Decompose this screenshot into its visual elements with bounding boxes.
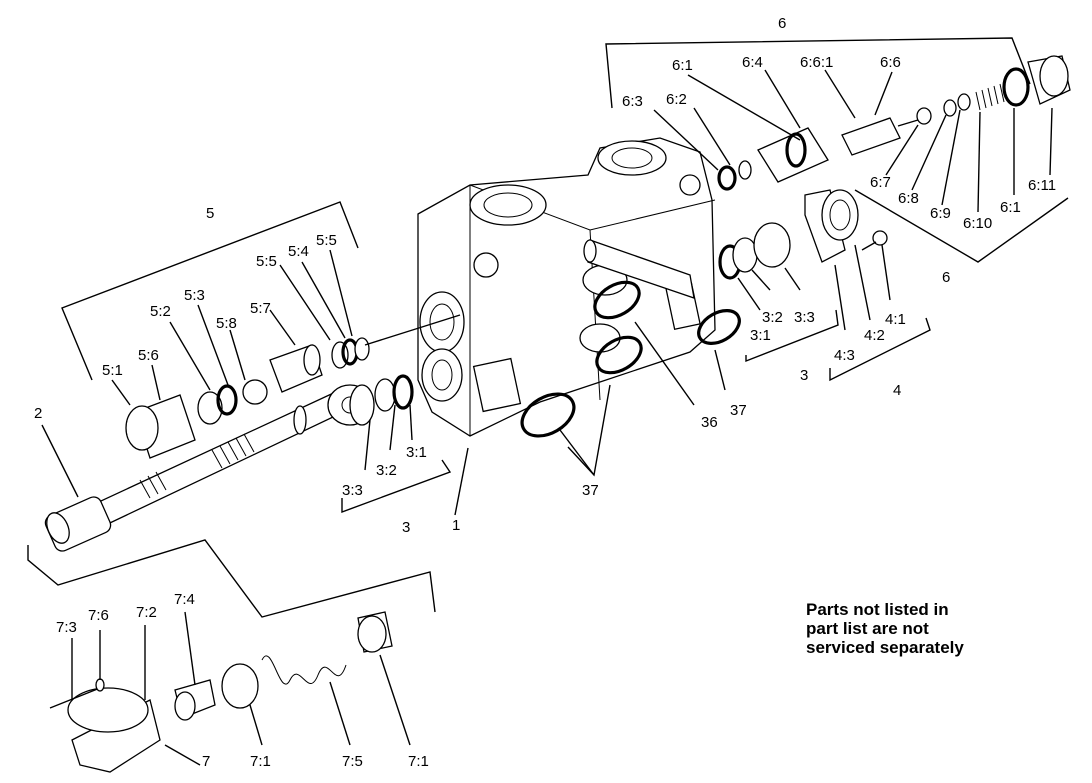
- label-3-1-right: 3:1: [750, 327, 771, 344]
- label-6-11: 6:11: [1028, 177, 1056, 194]
- label-6-bottom: 6: [942, 269, 950, 286]
- label-7-1-a: 7:1: [250, 753, 271, 770]
- label-3-3-right: 3:3: [794, 309, 815, 326]
- label-5-1: 5:1: [102, 362, 123, 379]
- label-5-3: 5:3: [184, 287, 205, 304]
- label-5-7: 5:7: [250, 300, 271, 317]
- label-3-left: 3: [402, 519, 410, 536]
- label-7-4: 7:4: [174, 591, 195, 608]
- label-7-2: 7:2: [136, 604, 157, 621]
- label-1: 1: [452, 517, 460, 534]
- label-3-1-left: 3:1: [406, 444, 427, 461]
- group-4-parts: [804, 189, 888, 263]
- label-5-4: 5:4: [288, 243, 309, 260]
- label-4-1: 4:1: [885, 311, 906, 328]
- label-6-6: 6:6: [880, 54, 901, 71]
- label-36: 36: [701, 414, 718, 431]
- group-3-right-parts: [718, 222, 791, 280]
- label-6-9: 6:9: [930, 205, 951, 222]
- label-3-2-left: 3:2: [376, 462, 397, 479]
- label-6-1-a: 6:1: [672, 57, 693, 74]
- callout-labels: 1 2 3 3 4 5 6 6 7 36 37 37 3:1 3:2 3:3 3…: [34, 15, 1056, 770]
- valve-housing: [417, 137, 741, 438]
- group-5-parts: [125, 314, 461, 459]
- label-2: 2: [34, 405, 42, 422]
- label-5-2: 5:2: [150, 303, 171, 320]
- label-5-5-b: 5:5: [316, 232, 337, 249]
- group-brackets: [27, 37, 1069, 766]
- label-6-10: 6:10: [963, 215, 992, 232]
- label-3-3-left: 3:3: [342, 482, 363, 499]
- label-5: 5: [206, 205, 214, 222]
- label-6-7: 6:7: [870, 174, 891, 191]
- label-3-right: 3: [800, 367, 808, 384]
- label-4: 4: [893, 382, 901, 399]
- label-6-3: 6:3: [622, 93, 643, 110]
- label-6-2: 6:2: [666, 91, 687, 108]
- label-3-2-right: 3:2: [762, 309, 783, 326]
- group-7-parts: [49, 611, 393, 773]
- label-6-top: 6: [778, 15, 786, 32]
- label-7-1-b: 7:1: [408, 753, 429, 770]
- service-note-line-3: serviced separately: [806, 638, 964, 657]
- service-note: Parts not listed in part list are not se…: [806, 600, 1046, 657]
- label-37-right: 37: [730, 402, 747, 419]
- label-6-1-b: 6:1: [1000, 199, 1021, 216]
- spool-assembly: [44, 384, 373, 552]
- label-4-3: 4:3: [834, 347, 855, 364]
- label-7: 7: [202, 753, 210, 770]
- label-6-6-1: 6:6:1: [800, 54, 833, 71]
- label-5-8: 5:8: [216, 315, 237, 332]
- label-7-3: 7:3: [56, 619, 77, 636]
- service-note-line-1: Parts not listed in: [806, 600, 949, 619]
- group-6-parts: [717, 55, 1071, 191]
- label-7-6: 7:6: [88, 607, 109, 624]
- label-37-bottom: 37: [582, 482, 599, 499]
- label-5-5-a: 5:5: [256, 253, 277, 270]
- label-5-6: 5:6: [138, 347, 159, 364]
- service-note-line-2: part list are not: [806, 619, 929, 638]
- group-3-left-parts: [349, 374, 414, 426]
- label-6-4: 6:4: [742, 54, 763, 71]
- label-6-8: 6:8: [898, 190, 919, 207]
- label-7-5: 7:5: [342, 753, 363, 770]
- label-4-2: 4:2: [864, 327, 885, 344]
